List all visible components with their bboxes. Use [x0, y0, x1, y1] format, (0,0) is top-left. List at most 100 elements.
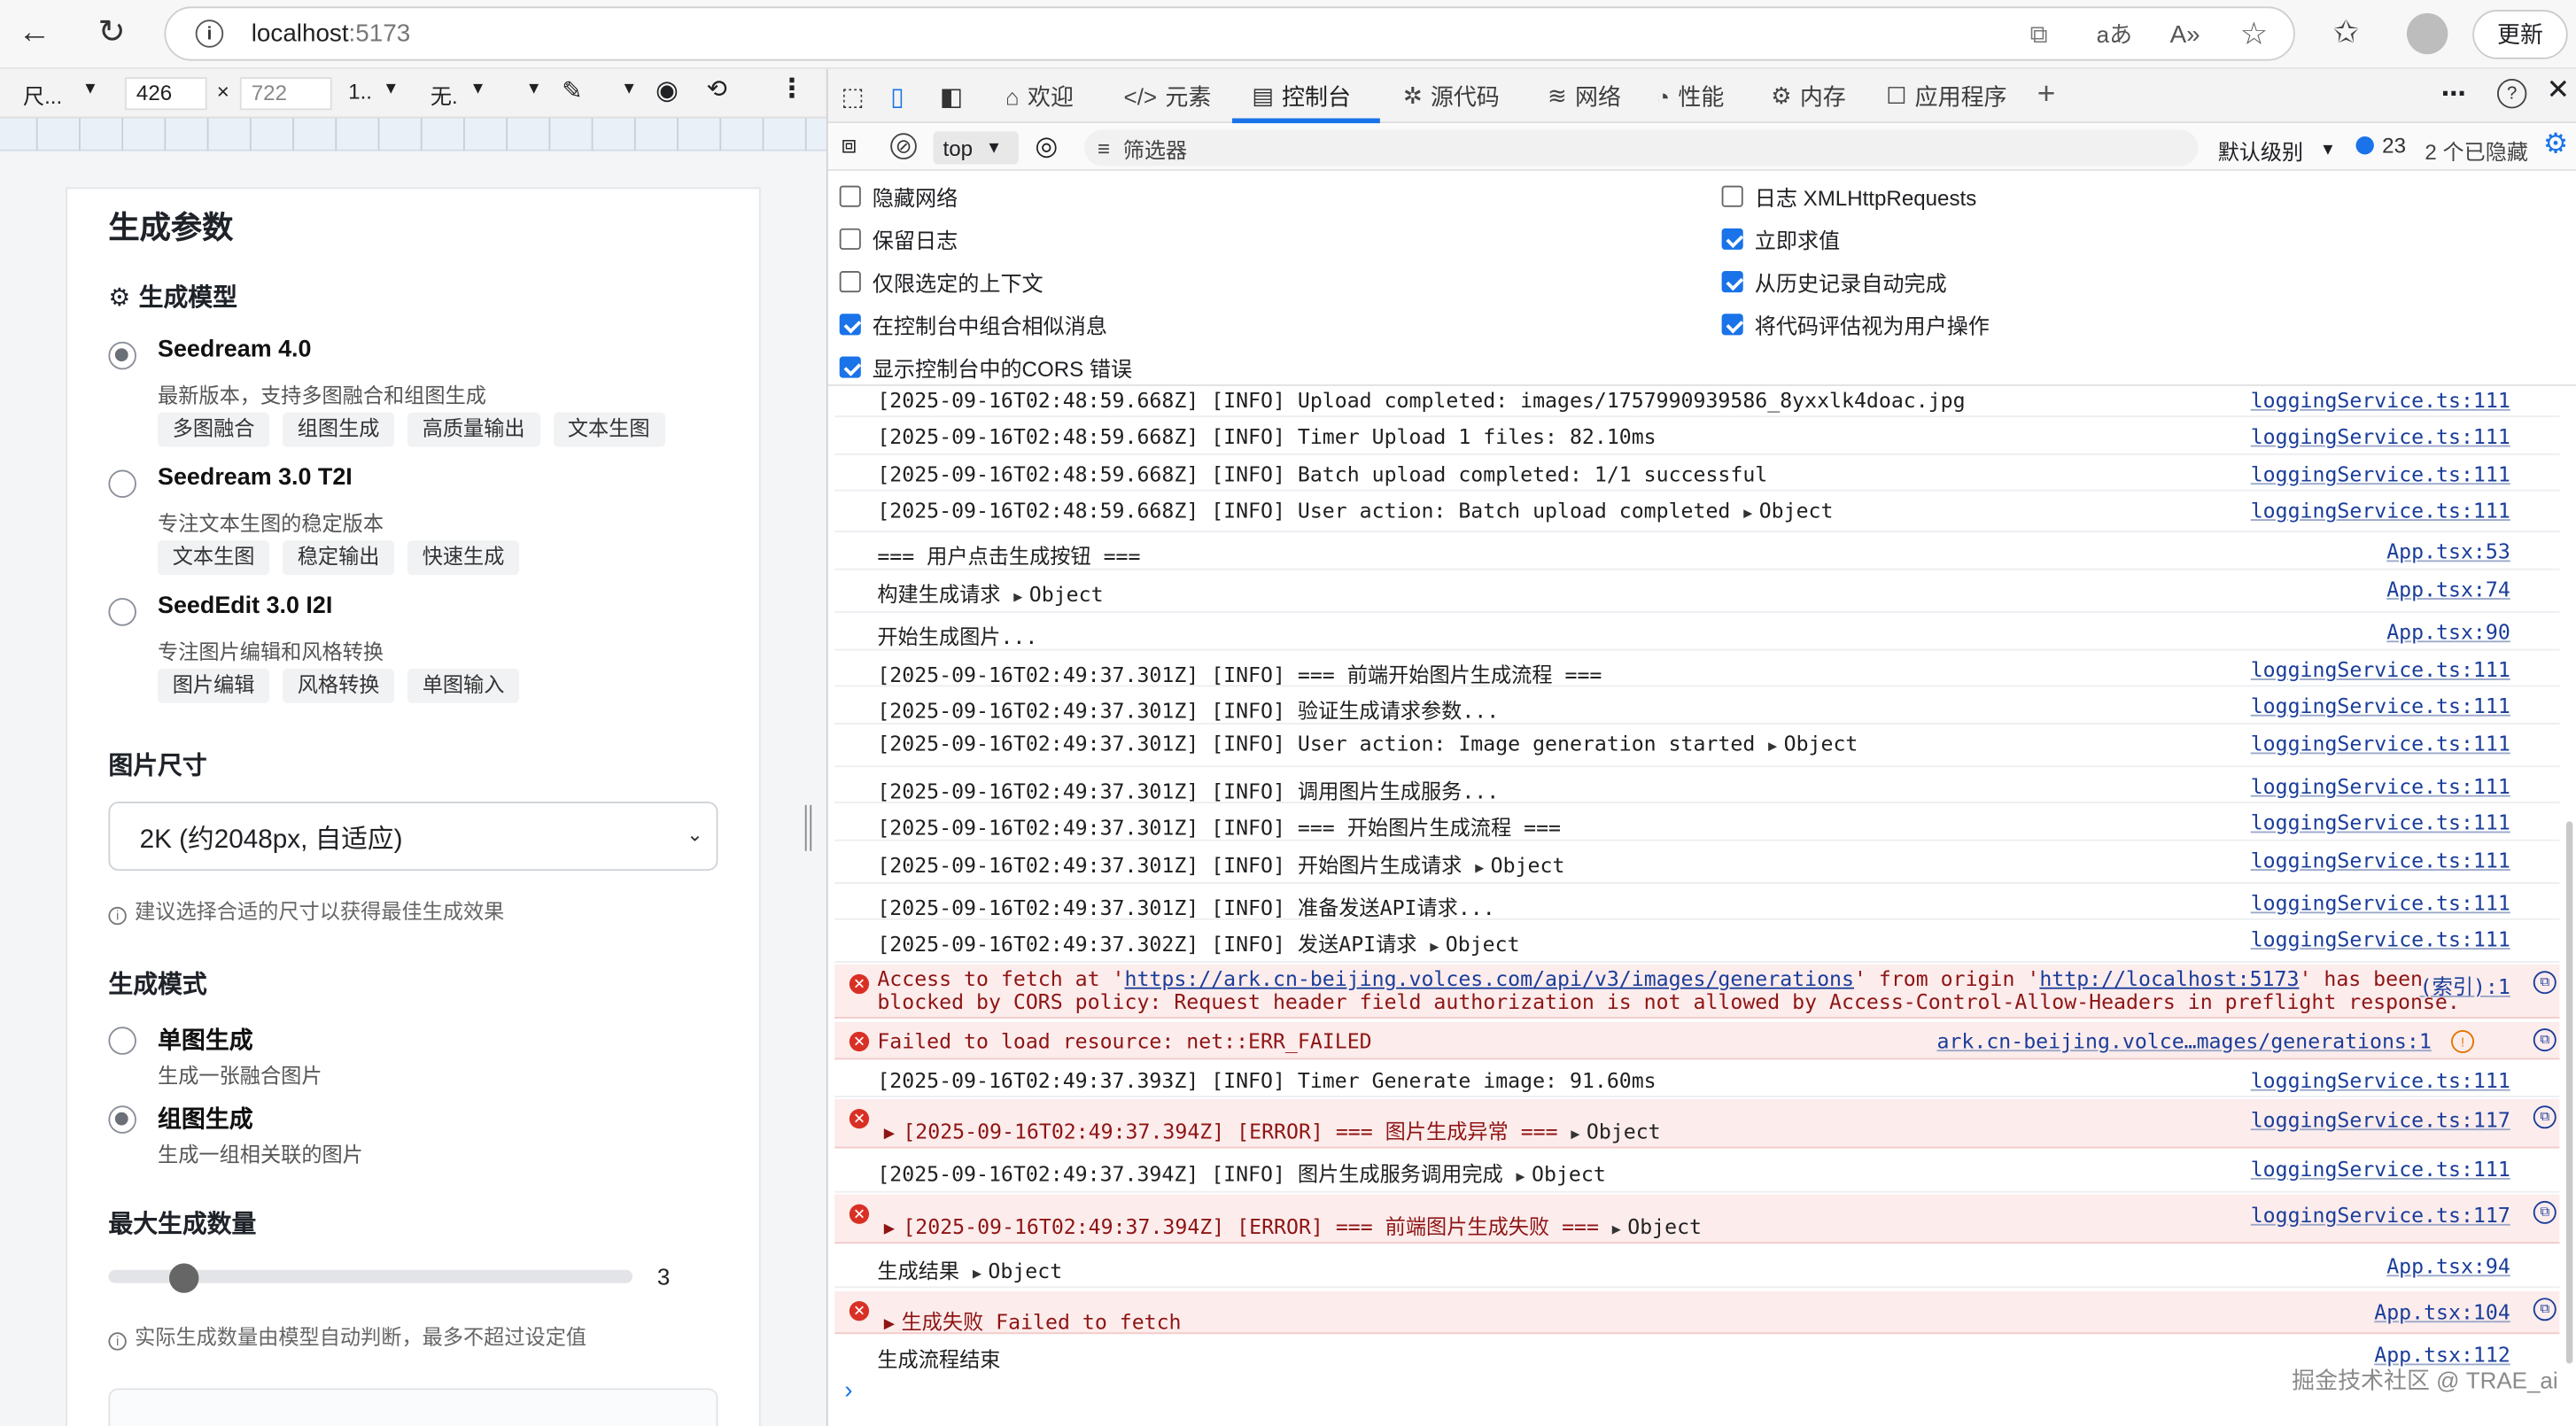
sidebar-toggle-icon[interactable]: ⧈	[841, 131, 857, 159]
expand-triangle-icon[interactable]: ▶	[972, 1267, 982, 1283]
resize-handle[interactable]	[804, 804, 812, 851]
setting-checkbox[interactable]: 立即求值	[1721, 223, 1840, 254]
object-label[interactable]: Object	[1445, 931, 1520, 957]
live-expression-eye-icon[interactable]: ◎	[1035, 133, 1059, 161]
chevron-down-icon[interactable]: ▼	[81, 80, 99, 99]
log-level-dropdown[interactable]: 默认级别▼	[2218, 135, 2336, 166]
console-settings-gear-icon[interactable]: ⚙	[2542, 128, 2569, 159]
source-link[interactable]: App.tsx:112	[2374, 1342, 2510, 1368]
copy-icon[interactable]: ⧉	[2533, 1105, 2557, 1129]
expand-triangle-icon[interactable]: ▶	[883, 1121, 896, 1143]
source-link[interactable]: (索引):1	[2419, 973, 2510, 999]
object-label[interactable]: Object	[1758, 498, 1834, 523]
inspect-element-icon[interactable]: ⬚	[841, 83, 865, 112]
origin-link[interactable]: http://localhost:5173	[2039, 965, 2300, 991]
chevron-down-icon[interactable]: ▼	[525, 80, 542, 99]
radio-button[interactable]	[108, 469, 136, 499]
tab-console[interactable]: ▤控制台	[1252, 69, 1351, 123]
checkbox[interactable]	[1721, 271, 1743, 293]
setting-checkbox[interactable]: 仅限选定的上下文	[839, 266, 1044, 297]
expand-triangle-icon[interactable]: ▶	[1430, 939, 1439, 957]
device-toggle-icon[interactable]: ▯	[890, 83, 904, 112]
device-height-input[interactable]: 722	[239, 77, 332, 111]
radio-button[interactable]	[108, 1105, 136, 1134]
close-icon[interactable]: ✕	[2546, 74, 2571, 105]
expand-triangle-icon[interactable]: ▶	[1475, 860, 1485, 878]
copy-icon[interactable]: ⧉	[2533, 1028, 2557, 1052]
profile-avatar-icon[interactable]	[2406, 12, 2448, 55]
source-link[interactable]: App.tsx:94	[2386, 1253, 2510, 1279]
source-link[interactable]: loggingService.ts:111	[2250, 926, 2510, 951]
object-label[interactable]: Object	[1783, 731, 1858, 756]
source-link[interactable]: loggingService.ts:111	[2250, 810, 2510, 835]
checkbox[interactable]	[839, 185, 861, 207]
radio-button[interactable]	[108, 598, 136, 626]
object-label[interactable]: Object	[988, 1258, 1063, 1283]
expand-triangle-icon[interactable]: ▶	[1013, 589, 1023, 607]
copy-icon[interactable]: ⧉	[2533, 971, 2557, 995]
object-label[interactable]: Object	[1627, 1213, 1703, 1239]
mode-option-single[interactable]: 单图生成 生成一张融合图片	[108, 1022, 601, 1088]
source-link[interactable]: loggingService.ts:117	[2250, 1107, 2510, 1132]
source-link[interactable]: loggingService.ts:111	[2250, 890, 2510, 916]
source-link[interactable]: loggingService.ts:111	[2250, 1156, 2510, 1182]
source-link[interactable]: loggingService.ts:111	[2250, 773, 2510, 799]
expand-triangle-icon[interactable]: ▶	[1516, 1169, 1525, 1187]
setting-checkbox[interactable]: 从历史记录自动完成	[1721, 266, 1947, 297]
object-label[interactable]: Object	[1490, 852, 1565, 878]
expand-triangle-icon[interactable]: ▶	[883, 1313, 896, 1335]
checkbox[interactable]	[839, 271, 861, 293]
source-link[interactable]: loggingService.ts:111	[2250, 423, 2510, 449]
setting-checkbox[interactable]: 将代码评估视为用户操作	[1721, 309, 1990, 340]
dock-side-icon[interactable]: ◧	[939, 83, 964, 112]
setting-checkbox[interactable]: 隐藏网络	[839, 181, 958, 212]
translate-icon[interactable]: aあ	[2096, 21, 2133, 48]
site-info-icon[interactable]: i	[195, 19, 224, 48]
rotate-icon[interactable]: ⟲	[706, 75, 727, 104]
more-options-icon[interactable]: ⋮	[779, 75, 805, 104]
url-text[interactable]: localhost:5173	[252, 19, 410, 48]
chevron-down-icon[interactable]: ▼	[383, 80, 400, 99]
expand-triangle-icon[interactable]: ▶	[883, 1217, 896, 1239]
max-count-slider-track[interactable]	[108, 1269, 633, 1283]
reload-icon[interactable]: ↻	[97, 13, 126, 50]
zoom-dropdown[interactable]: 1..	[348, 79, 373, 104]
mode-option-group[interactable]: 组图生成 生成一组相关联的图片	[108, 1101, 601, 1166]
hidden-count[interactable]: 2 个已隐藏	[2425, 139, 2528, 165]
tab-network[interactable]: ≋网络	[1548, 69, 1621, 123]
dimensions-dropdown[interactable]: 尺...	[22, 83, 63, 109]
favorites-list-icon[interactable]: ✩	[2332, 15, 2360, 50]
source-link[interactable]: ark.cn-beijing.volce…mages/generations:1	[1936, 1028, 2432, 1053]
model-option-seedream-3[interactable]: Seedream 3.0 T2I 专注文本生图的稳定版本 文本生图稳定输出快速生…	[108, 465, 733, 577]
source-link[interactable]: loggingService.ts:111	[2250, 387, 2510, 413]
source-link[interactable]: App.tsx:104	[2374, 1299, 2510, 1325]
throttle-dropdown[interactable]: 无.	[430, 83, 458, 109]
tab-memory[interactable]: ⚙内存	[1771, 69, 1845, 123]
source-link[interactable]: App.tsx:53	[2386, 539, 2510, 564]
source-link[interactable]: loggingService.ts:111	[2250, 656, 2510, 682]
update-button[interactable]: 更新	[2472, 10, 2568, 59]
vision-deficiency-icon[interactable]: ◉	[655, 77, 679, 105]
favorite-star-icon[interactable]: ☆	[2239, 17, 2269, 52]
tab-welcome[interactable]: ⌂欢迎	[1005, 69, 1074, 123]
address-bar[interactable]: i localhost:5173 ⧉ aあ A» ☆	[164, 6, 2295, 61]
eyedropper-icon[interactable]: ✎	[562, 77, 583, 105]
expand-triangle-icon[interactable]: ▶	[1571, 1127, 1580, 1143]
radio-button[interactable]	[108, 341, 136, 370]
setting-checkbox[interactable]: 日志 XMLHttpRequests	[1721, 181, 1976, 212]
read-aloud-icon[interactable]: A»	[2169, 20, 2200, 49]
copy-icon[interactable]: ⧉	[2533, 1200, 2557, 1224]
max-count-slider-thumb[interactable]	[168, 1263, 198, 1293]
setting-checkbox[interactable]: 保留日志	[839, 223, 958, 254]
object-label[interactable]: Object	[1028, 581, 1104, 607]
expand-triangle-icon[interactable]: ▶	[1611, 1222, 1621, 1239]
console-filter-input[interactable]: ≡筛选器	[1084, 129, 2199, 167]
checkbox[interactable]	[839, 356, 861, 378]
radio-button[interactable]	[108, 1027, 136, 1055]
checkbox[interactable]	[1721, 185, 1743, 207]
add-tab-icon[interactable]: +	[2037, 77, 2056, 112]
checkbox[interactable]	[839, 314, 861, 336]
source-link[interactable]: loggingService.ts:111	[2250, 731, 2510, 756]
setting-checkbox[interactable]: 显示控制台中的CORS 错误	[839, 352, 1132, 383]
expand-triangle-icon[interactable]: ▶	[1743, 506, 1753, 523]
